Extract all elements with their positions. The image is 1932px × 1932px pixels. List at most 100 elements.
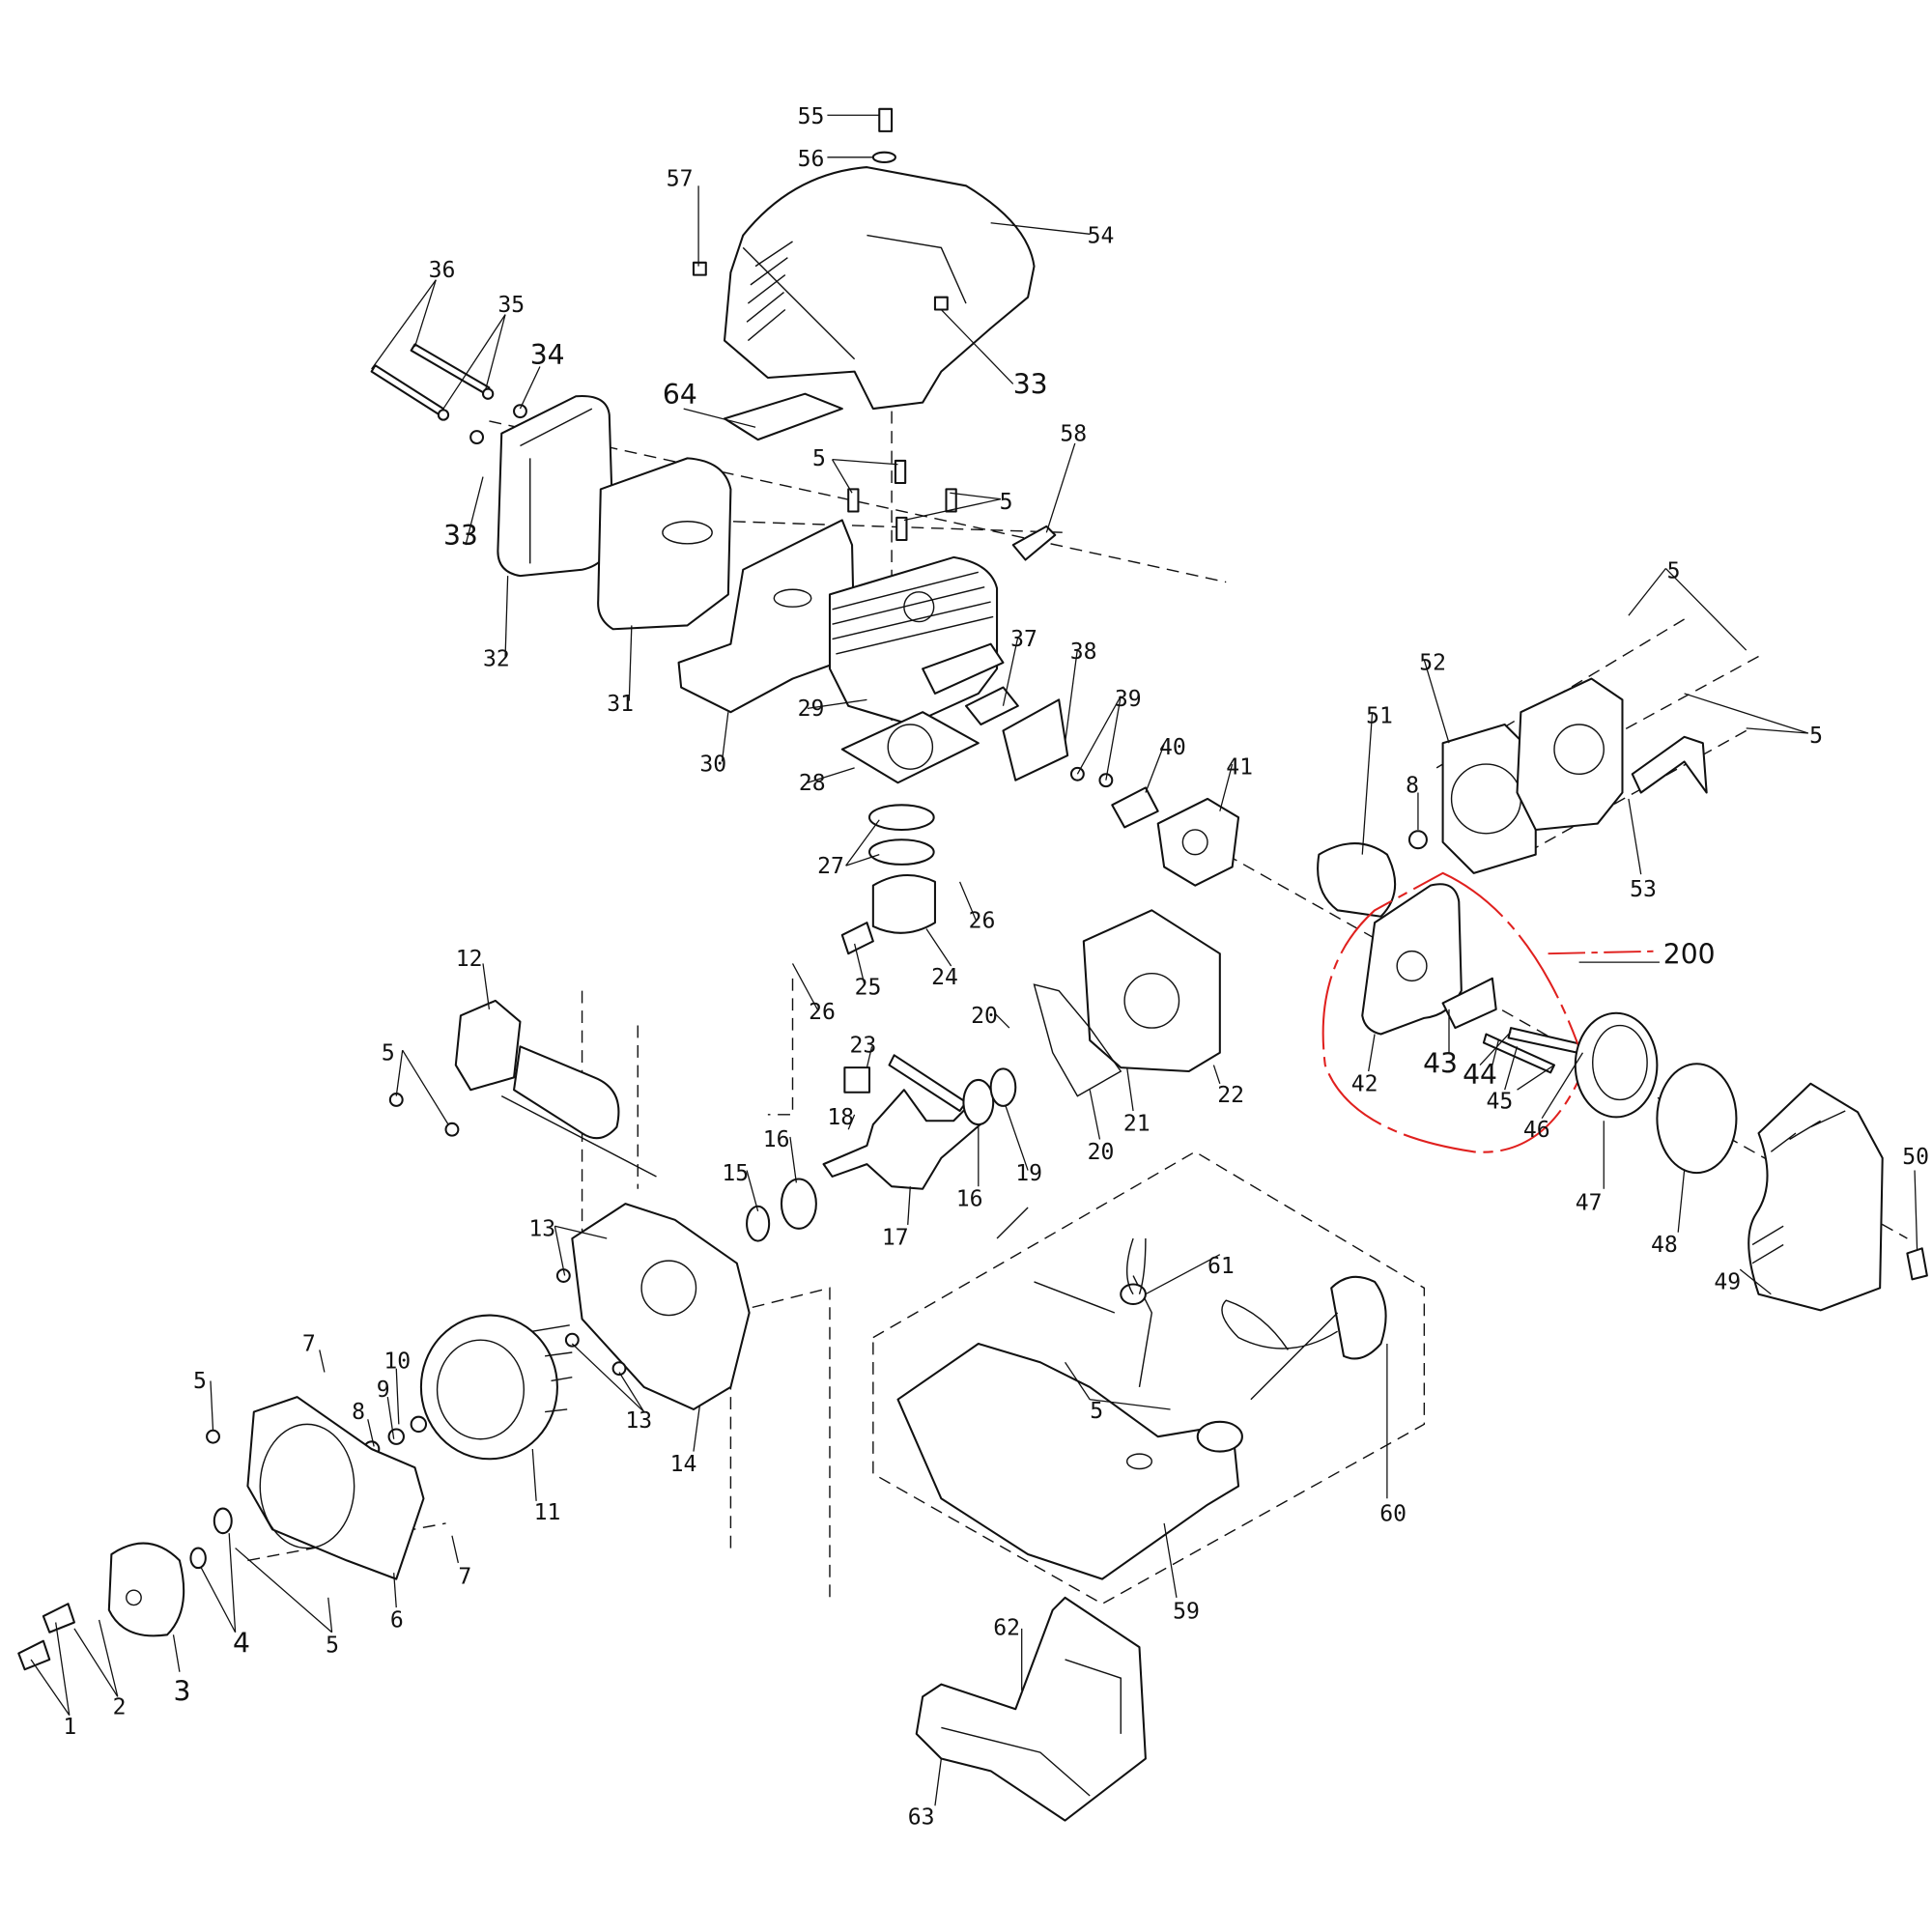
air-filter-base <box>1317 842 1397 918</box>
leader-line <box>1517 1065 1555 1091</box>
part-number-label: 3 <box>173 1675 190 1707</box>
leader-line <box>1541 1052 1584 1120</box>
leader-line <box>1076 696 1122 775</box>
part-number-label: 20 <box>971 1004 998 1029</box>
part-number-label: 5 <box>382 1040 395 1065</box>
part-number-label: 43 <box>1423 1047 1458 1079</box>
leader-line <box>683 408 756 428</box>
part-number-label: 5 <box>326 1633 339 1658</box>
part-number-label: 37 <box>1010 627 1037 652</box>
part-number-label: 49 <box>1714 1270 1741 1295</box>
leader-line <box>1492 1039 1499 1065</box>
leader-line <box>413 279 437 348</box>
part-number-label: 13 <box>625 1408 652 1434</box>
part-number-label: 54 <box>1088 223 1115 248</box>
part-number-label: 44 <box>1463 1059 1497 1091</box>
part-number-label: 26 <box>969 908 996 933</box>
part-number-label: 62 <box>993 1615 1020 1640</box>
leader-line <box>1145 744 1165 793</box>
cylinder <box>828 555 999 726</box>
part-number-label: 33 <box>1013 369 1048 401</box>
leader-line <box>866 1046 873 1068</box>
leader-line <box>1746 727 1808 734</box>
part-number-label: 56 <box>798 147 825 172</box>
leader-line <box>1914 1170 1918 1251</box>
part-number-label: 39 <box>1115 687 1142 712</box>
part-number-label: 7 <box>302 1332 316 1357</box>
part-number-label: 63 <box>908 1804 935 1830</box>
part-number-label: 60 <box>1379 1501 1406 1526</box>
part-number-label: 5 <box>1809 724 1823 749</box>
leader-line <box>1479 1031 1512 1065</box>
part-number-label: 17 <box>882 1225 909 1250</box>
leader-line <box>1628 798 1642 875</box>
leader-line <box>1368 1034 1376 1072</box>
leader-line <box>618 1372 645 1412</box>
leader-line <box>1504 1046 1519 1091</box>
leader-line <box>98 1619 119 1697</box>
heat-shield-plate <box>723 392 843 441</box>
leader-line <box>30 1659 71 1717</box>
carburetor <box>1156 797 1240 887</box>
leader-line <box>371 279 437 370</box>
leader-line <box>554 1225 608 1239</box>
leader-line <box>845 854 880 867</box>
part-number-label: 51 <box>1366 704 1393 729</box>
part-number-label: 16 <box>763 1127 790 1152</box>
part-number-label: 21 <box>1123 1112 1151 1137</box>
part-number-label: 200 <box>1663 938 1716 970</box>
flywheel <box>419 1314 558 1461</box>
leader-line <box>1002 636 1019 706</box>
part-number-label: 46 <box>1523 1118 1550 1143</box>
part-number-label: 27 <box>817 854 844 879</box>
part-number-label: 35 <box>497 293 525 318</box>
crankcase-left <box>571 1203 751 1411</box>
leader-line <box>172 1634 181 1672</box>
leader-line <box>1684 693 1808 734</box>
leader-line <box>1064 648 1079 744</box>
part-number-label: 5 <box>193 1369 207 1394</box>
part-number-label: 26 <box>809 1000 836 1025</box>
leader-line <box>554 1226 566 1276</box>
leader-line <box>1423 660 1450 744</box>
intake-manifold <box>1002 698 1069 781</box>
fuel-tank-group-outline <box>872 1151 1426 1605</box>
part-number-label: 5 <box>1667 559 1681 584</box>
leader-line <box>934 1758 942 1806</box>
leader-line <box>1065 1361 1091 1401</box>
leader-line <box>484 314 506 391</box>
leader-line <box>925 928 952 967</box>
part-number-label: 12 <box>456 947 483 972</box>
part-number-label: 31 <box>607 692 634 717</box>
leader-line <box>990 222 1091 235</box>
part-number-label: 36 <box>429 258 456 283</box>
leader-line <box>1212 1065 1221 1084</box>
part-number-label: 52 <box>1419 651 1446 676</box>
fuel-cap <box>1330 1275 1387 1360</box>
top-cover <box>723 166 1036 411</box>
leader-line <box>1628 568 1666 616</box>
leader-line <box>789 1136 797 1183</box>
crankshaft <box>822 1089 986 1190</box>
leader-line <box>1677 1170 1686 1233</box>
part-number-label: 40 <box>1159 735 1186 760</box>
leader-line <box>807 767 855 783</box>
part-number-label: 48 <box>1651 1233 1678 1258</box>
leader-line <box>832 459 898 466</box>
leader-line <box>367 1419 375 1447</box>
part-number-label: 9 <box>377 1378 390 1403</box>
muffler-bracket <box>677 519 856 714</box>
part-number-label: 10 <box>384 1350 411 1375</box>
part-number-label: 2 <box>113 1694 127 1719</box>
leader-line <box>465 476 484 546</box>
leader-line <box>386 1397 395 1439</box>
assembly-200-outline <box>1321 871 1587 1153</box>
recoil-gasket <box>1441 723 1537 874</box>
leader-line <box>721 712 729 762</box>
part-number-label: 5 <box>1000 490 1013 515</box>
part-number-label: 53 <box>1630 877 1657 902</box>
recoil-starter <box>1516 677 1624 831</box>
leader-line <box>1105 696 1122 781</box>
leader-line <box>1145 1254 1221 1295</box>
leader-line <box>1739 1268 1772 1295</box>
